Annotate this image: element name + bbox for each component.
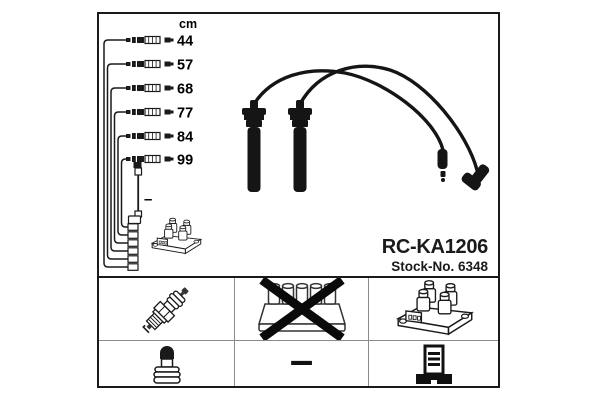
product-panel: cm 44 57 68 77 xyxy=(97,12,500,388)
cell-ignition-coil xyxy=(368,278,498,340)
distributor-cap-crossed-icon xyxy=(257,278,346,340)
spark-plug-icon xyxy=(141,287,189,334)
cable-row: 57 xyxy=(106,58,193,260)
coil-wire-drawing xyxy=(127,162,143,225)
length-value: 77 xyxy=(177,106,193,122)
cell-distributor-cap xyxy=(234,278,368,340)
part-number: RC-KA1206 xyxy=(381,236,489,258)
cell-coil-terminal xyxy=(368,341,498,386)
length-value: 57 xyxy=(177,58,193,74)
spark-plug-boot-left xyxy=(242,100,266,192)
cable-row: 77 xyxy=(113,106,193,244)
coil-tower-terminal-icon xyxy=(415,344,452,384)
length-value: 84 xyxy=(177,130,193,146)
ignition-coil-pack-icon xyxy=(396,280,472,335)
straight-terminal xyxy=(437,149,448,182)
cable-row: 44 xyxy=(103,34,193,268)
cable-row: 68 xyxy=(110,82,193,252)
connector-stack xyxy=(127,223,139,271)
coil-wire-length-mark: – xyxy=(144,191,152,208)
part-number-block: RC-KA1206 Stock-No. 6348 xyxy=(381,236,489,275)
product-photo xyxy=(242,64,490,192)
cable-row: 84 xyxy=(117,130,193,236)
length-value: 68 xyxy=(177,82,193,98)
spark-plug-boot-right xyxy=(288,100,312,192)
table-row: – xyxy=(99,340,498,386)
ignition-cable-1 xyxy=(252,69,445,152)
cross-out-mark xyxy=(258,278,345,340)
diagram-area: cm 44 57 68 77 xyxy=(99,14,498,276)
plug-terminal-nut-icon xyxy=(152,345,181,384)
stock-number: Stock-No. 6348 xyxy=(391,259,488,274)
length-value: 99 xyxy=(177,153,193,169)
ignition-cable-2 xyxy=(298,64,479,172)
ignition-coil-drawing xyxy=(151,217,202,254)
cell-no-distributor: – xyxy=(234,341,368,386)
cable-row: 99 xyxy=(120,153,193,228)
angled-boot xyxy=(461,164,490,191)
length-value: 44 xyxy=(177,34,193,50)
unit-label: cm xyxy=(179,17,197,31)
cable-length-diagram: cm 44 57 68 77 xyxy=(103,17,202,271)
table-row xyxy=(99,278,498,340)
cell-spark-plug xyxy=(99,278,234,340)
compatibility-table: – xyxy=(99,276,498,386)
cell-plug-terminal xyxy=(99,341,234,386)
